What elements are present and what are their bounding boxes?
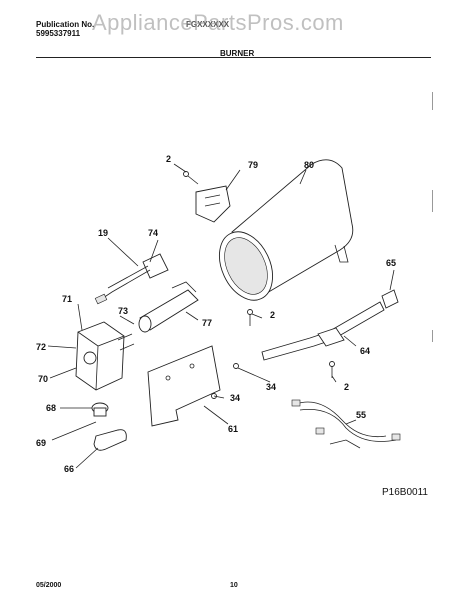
fitting-65 (381, 289, 399, 309)
callout-64: 64 (360, 346, 370, 356)
callout-80: 80 (304, 160, 314, 170)
callout-61: 61 (228, 424, 238, 434)
callout-19: 19 (98, 228, 108, 238)
publication-label: Publication No. (36, 20, 95, 29)
callout-34: 34 (230, 393, 240, 403)
margin-mark (432, 330, 433, 342)
callout-69: 69 (36, 438, 46, 448)
publication-number: 5995337911 (36, 29, 81, 38)
gas-valve-71 (75, 321, 135, 391)
gas-pipe-64 (261, 301, 385, 361)
callout-79: 79 (248, 160, 258, 170)
callout-70: 70 (38, 374, 48, 384)
wire-harness-55 (291, 399, 401, 449)
footer-date: 05/2000 (36, 582, 62, 589)
callout-71: 71 (62, 294, 72, 304)
screw-2b (247, 309, 253, 326)
callout-2: 2 (270, 310, 275, 320)
screw-2a (183, 171, 199, 185)
flame-sensor-79 (195, 185, 231, 223)
page-number: 10 (230, 582, 238, 589)
header-rule (36, 57, 431, 58)
diagram-code: P16B0011 (382, 487, 428, 498)
screw-2c (329, 361, 335, 378)
callout-74: 74 (148, 228, 158, 238)
callout-77: 77 (202, 318, 212, 328)
margin-mark (432, 190, 433, 212)
orifice-68 (91, 402, 109, 417)
burner-tube-77 (138, 281, 199, 333)
callout-72: 72 (36, 342, 46, 352)
section-title: BURNER (220, 49, 255, 58)
callout-34: 34 (266, 382, 276, 392)
igniter-74 (94, 253, 169, 305)
screw-34a (233, 363, 239, 369)
callout-68: 68 (46, 403, 56, 413)
burner-bracket-61 (147, 345, 221, 427)
callout-55: 55 (356, 410, 366, 420)
burner-funnel-80 (219, 159, 354, 301)
callout-2: 2 (344, 382, 349, 392)
watermark: AppliancePartsPros.com (92, 10, 344, 35)
model-number: FGXXXXXX (186, 20, 230, 29)
callout-2: 2 (166, 154, 171, 164)
elbow-66 (93, 429, 127, 451)
margin-mark (432, 92, 433, 110)
callout-65: 65 (386, 258, 396, 268)
callout-73: 73 (118, 306, 128, 316)
callout-66: 66 (64, 464, 74, 474)
